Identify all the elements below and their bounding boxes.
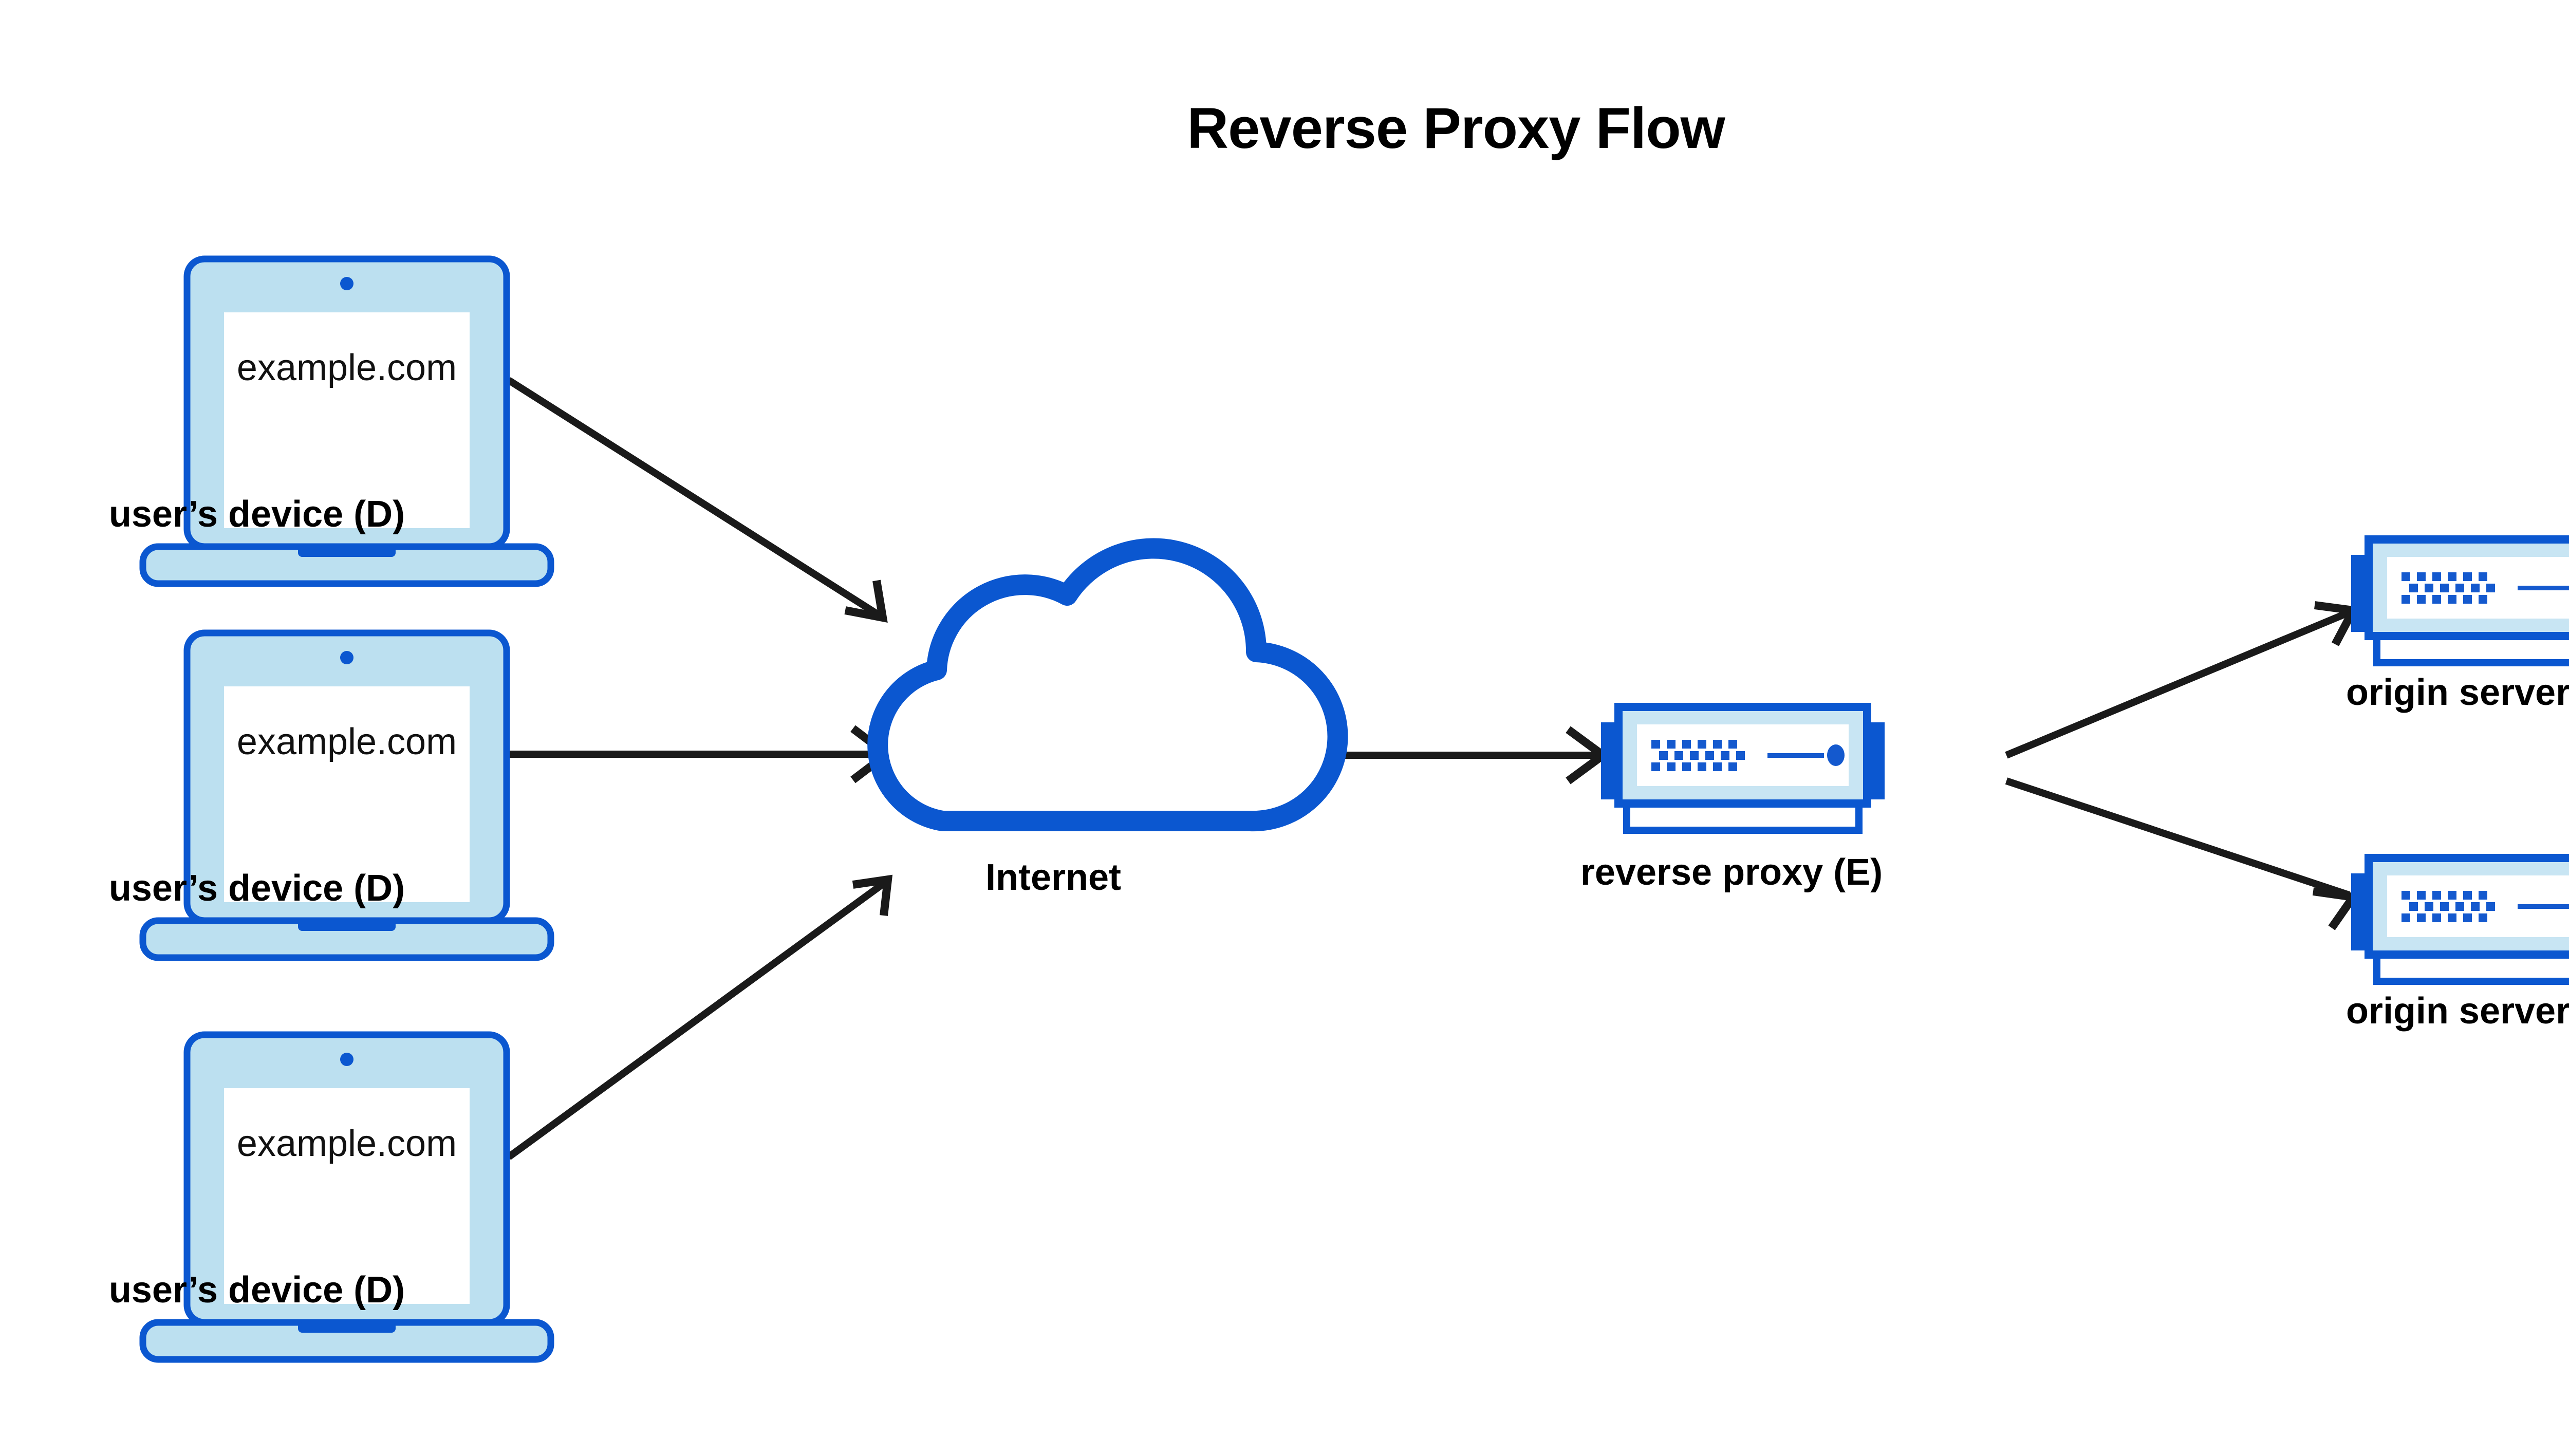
edge-proxy-to-origin1 — [2005, 601, 2360, 759]
reverse-proxy-server[interactable] — [1601, 707, 1885, 830]
client-label-3: user’s device (D) — [108, 1270, 405, 1311]
client-laptop-3[interactable] — [143, 1035, 551, 1359]
edge-client3-to-internet — [506, 874, 893, 1160]
internet-label: Internet — [985, 857, 1122, 898]
client-screen-text-3: example.com — [236, 1123, 457, 1164]
edge-proxy-to-origin2 — [2005, 777, 2361, 930]
origin-server-label-1: origin server (F) — [2345, 672, 2569, 713]
origin-server-1[interactable] — [2351, 539, 2569, 663]
client-label-2: user’s device (D) — [108, 868, 405, 909]
client-label-1: user’s device (D) — [108, 494, 405, 535]
client-screen-text-2: example.com — [236, 721, 457, 762]
client-laptop-1[interactable] — [143, 259, 551, 584]
internet-cloud[interactable] — [867, 538, 1348, 832]
edge-client2-to-internet — [509, 725, 894, 783]
origin-server-label-2: origin server (F) — [2345, 991, 2569, 1032]
client-screen-text-1: example.com — [236, 347, 457, 388]
page-title: Reverse Proxy Flow — [1187, 96, 1725, 160]
origin-server-2[interactable] — [2351, 858, 2569, 981]
reverse-proxy-label: reverse proxy (E) — [1580, 852, 1883, 893]
edge-client1-to-internet — [507, 377, 888, 623]
client-laptop-2[interactable] — [143, 633, 551, 958]
